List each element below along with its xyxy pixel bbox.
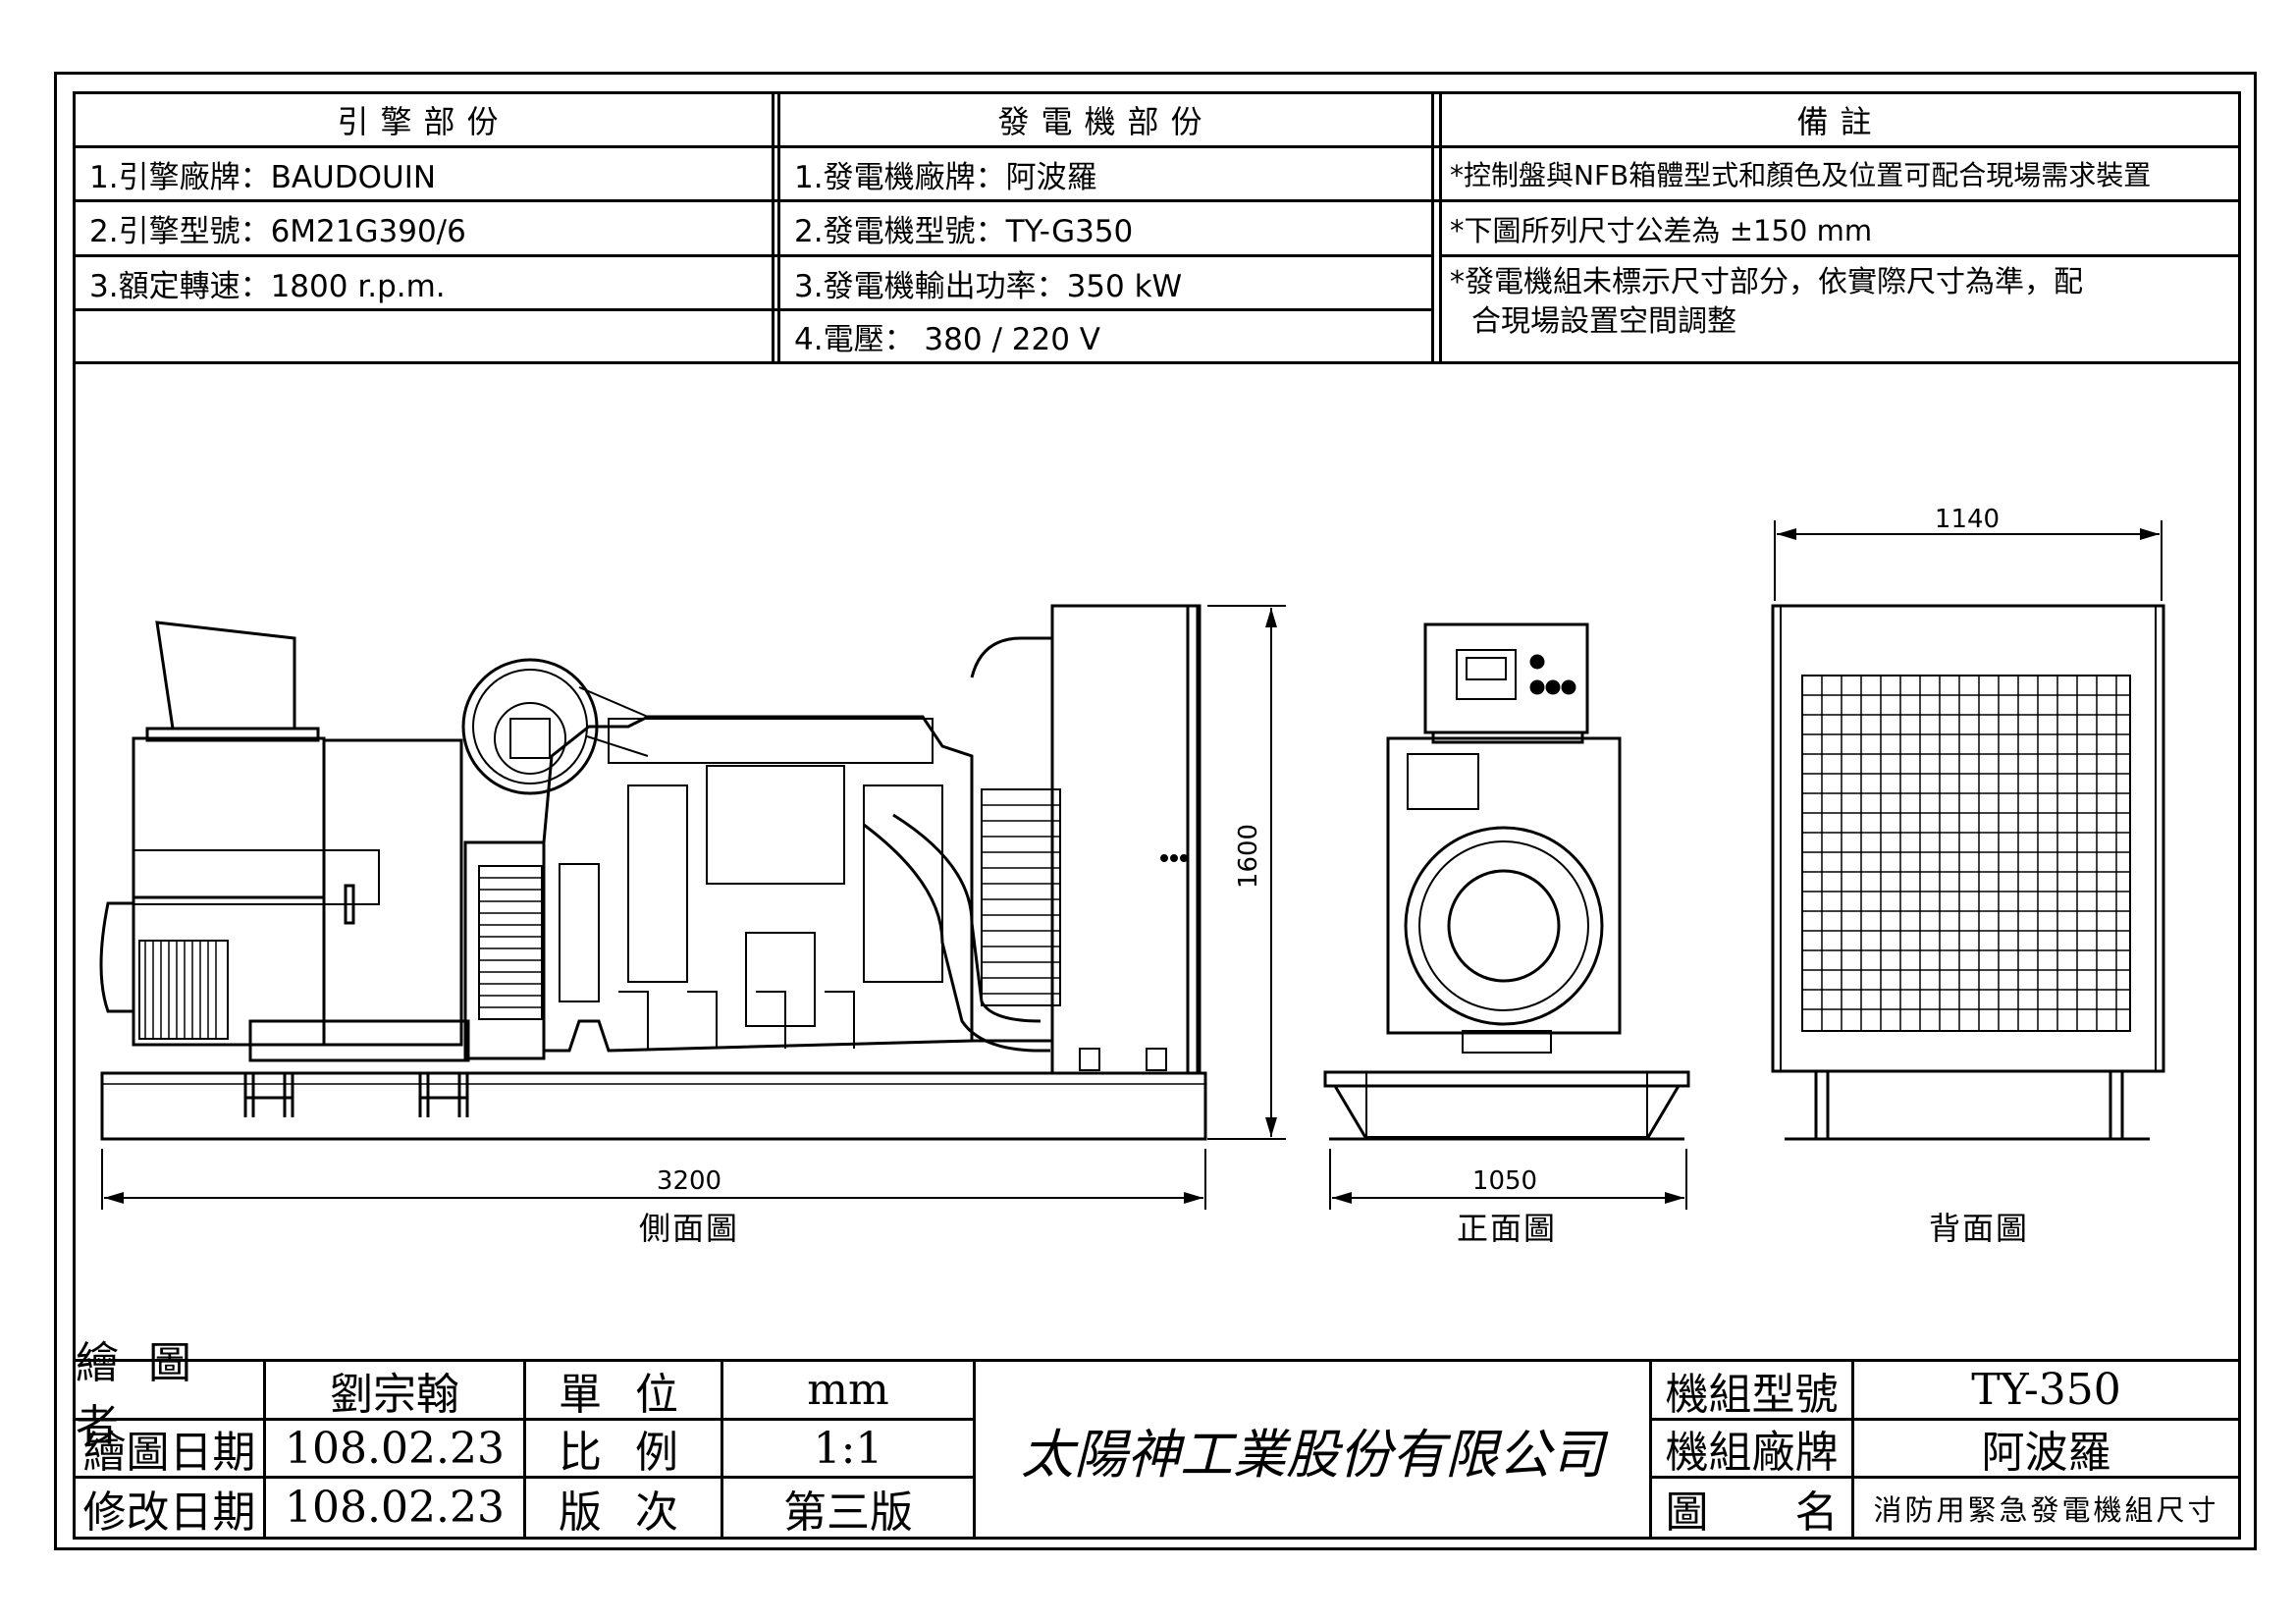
remark-unmarked-dimensions: *發電機組未標示尺寸部分，依實際尺寸為準，配 [1450,265,2083,299]
drawing-name-label: 圖 名 [1665,1487,1839,1538]
side-height-dimension: 1600 [1234,823,1263,890]
drawing-inner-border [73,91,2241,1540]
company-name: 太陽神工業股份有限公司 [1021,1423,1604,1486]
back-view-dimensions [1774,520,2163,601]
side-view-dimensions [101,605,1286,1210]
generator-model: 2.發電機型號：TY-G350 [794,214,1134,249]
unit-label: 單 位 [559,1369,688,1420]
version-label: 版 次 [559,1487,688,1538]
back-width-dimension: 1140 [1934,505,2001,534]
scale-value: 1:1 [813,1423,883,1474]
scale-label: 比 例 [559,1428,688,1478]
engine-rated-speed: 3.額定轉速：1800 r.p.m. [89,268,446,304]
draw-date-label: 繪圖日期 [82,1428,256,1478]
front-view-dimensions [1329,1149,1687,1210]
front-view-drawing [1323,622,1690,1141]
remark-site-adjustment: 合現場設置空間調整 [1471,304,1736,339]
back-view-drawing [1771,604,2165,1141]
side-view-caption: 側面圖 [638,1210,740,1247]
brand-label: 機組廠牌 [1665,1428,1839,1478]
drawn-by-value: 劉宗翰 [330,1369,459,1420]
version-value: 第三版 [783,1487,913,1538]
drawing-outer-border [54,72,2257,1550]
generator-voltage: 4.電壓： 380 / 220 V [794,322,1100,357]
generator-brand: 1.發電機廠牌：阿波羅 [794,159,1097,195]
back-view-caption: 背面圖 [1928,1210,2030,1247]
drawn-by-label: 繪 圖 者 [76,1337,199,1451]
generator-section-header: 發電機部份 [997,103,1214,140]
revise-date-label: 修改日期 [82,1487,256,1538]
generator-output-power: 3.發電機輸出功率：350 kW [794,268,1183,304]
draw-date-value: 108.02.23 [285,1423,505,1474]
remark-tolerance: *下圖所列尺寸公差為 ±150 mm [1450,213,1873,247]
engine-brand: 1.引擎廠牌：BAUDOUIN [89,159,437,195]
remarks-section-header: 備註 [1796,103,1884,140]
side-view-drawing [99,604,1207,1141]
side-width-dimension: 3200 [656,1166,722,1196]
model-label: 機組型號 [1665,1369,1839,1420]
model-value: TY-350 [1971,1365,2121,1415]
drawing-name-value: 消防用緊急發電機組尺寸 [1873,1492,2219,1527]
unit-value: mm [807,1365,889,1415]
revise-date-value: 108.02.23 [285,1483,505,1533]
engine-section-header: 引擎部份 [337,103,510,140]
front-width-dimension: 1050 [1471,1166,1538,1196]
brand-value: 阿波羅 [1981,1428,2111,1478]
remark-control-panel: *控制盤與NFB箱體型式和顏色及位置可配合現場需求裝置 [1450,159,2152,191]
engine-model: 2.引擎型號：6M21G390/6 [89,214,466,249]
front-view-caption: 正面圖 [1456,1210,1558,1247]
